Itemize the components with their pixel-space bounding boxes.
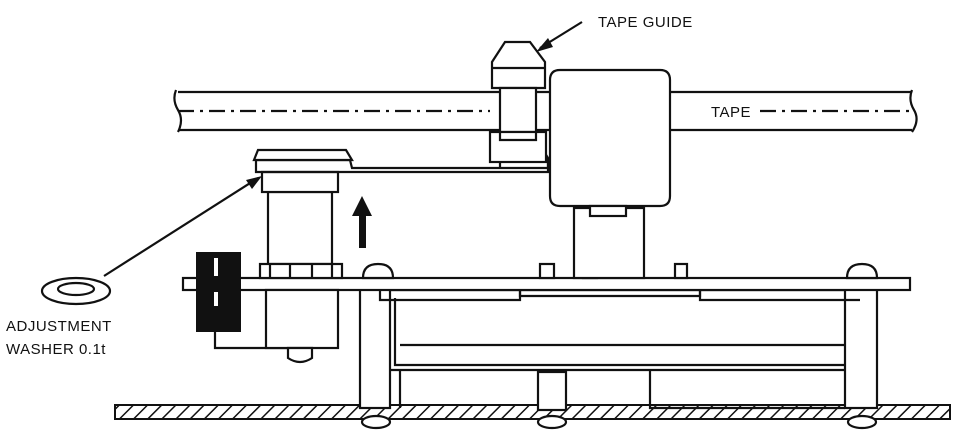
tape-guide-callout — [536, 21, 583, 52]
tape — [173, 89, 918, 133]
tape-guide-label: TAPE GUIDE — [598, 14, 693, 31]
capstan-motor — [548, 68, 672, 280]
pivot-shaft — [258, 190, 344, 364]
adjustment-washer-loose — [40, 176, 262, 306]
support-posts — [358, 282, 879, 430]
adjust-direction-arrow — [352, 196, 372, 248]
tape-label: TAPE — [711, 104, 751, 121]
washer-label-line1: ADJUSTMENT — [6, 318, 112, 335]
adjustment-washer-installed — [260, 170, 340, 194]
tape-guide-roller — [488, 40, 548, 164]
mounting-plate — [181, 276, 912, 302]
black-bracket — [196, 252, 290, 350]
washer-label-line2: WASHER 0.1t — [6, 341, 106, 358]
lower-housing — [378, 288, 862, 410]
